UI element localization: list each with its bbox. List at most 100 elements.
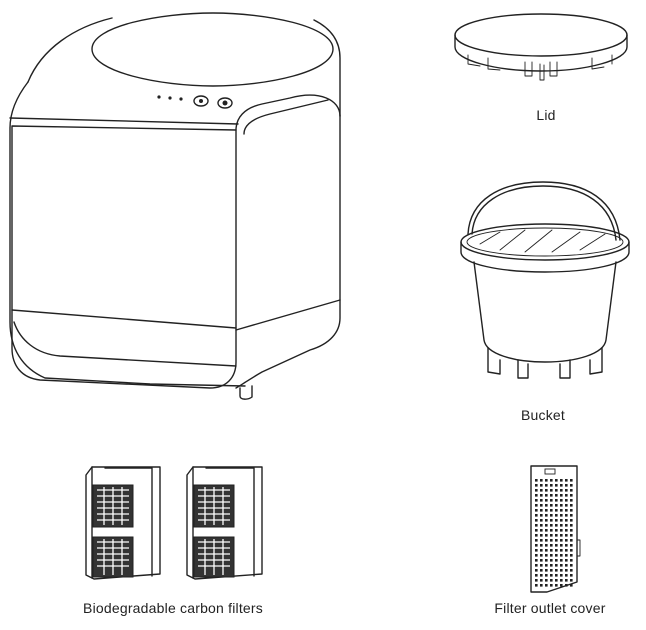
- perforation-hole: [555, 504, 558, 507]
- perforation-hole: [550, 499, 553, 502]
- perforation-hole: [565, 579, 568, 582]
- perforation-hole: [550, 554, 553, 557]
- perforation-hole: [565, 489, 568, 492]
- perforation-hole: [570, 519, 573, 522]
- perforation-hole: [565, 484, 568, 487]
- perforation-hole: [535, 494, 538, 497]
- perforation-hole: [565, 514, 568, 517]
- perforation-hole: [540, 524, 543, 527]
- perforation-hole: [545, 549, 548, 552]
- perforation-hole: [550, 539, 553, 542]
- perforation-hole: [535, 524, 538, 527]
- perforation-hole: [550, 559, 553, 562]
- perforation-hole: [535, 544, 538, 547]
- perforation-hole: [550, 479, 553, 482]
- perforation-hole: [540, 504, 543, 507]
- perforation-hole: [540, 544, 543, 547]
- perforation-hole: [545, 554, 548, 557]
- perforation-hole: [540, 569, 543, 572]
- perforation-hole: [550, 564, 553, 567]
- perforation-hole: [545, 519, 548, 522]
- perforation-hole: [550, 544, 553, 547]
- perforation-hole: [545, 544, 548, 547]
- perforation-hole: [560, 529, 563, 532]
- perforation-hole: [550, 519, 553, 522]
- outlet-cover-illustration: [531, 466, 580, 592]
- perforation-hole: [545, 534, 548, 537]
- perforation-hole: [560, 549, 563, 552]
- perforation-hole: [560, 479, 563, 482]
- perforation-hole: [550, 579, 553, 582]
- perforation-hole: [560, 499, 563, 502]
- perforation-hole: [535, 564, 538, 567]
- perforation-hole: [540, 499, 543, 502]
- perforation-hole: [540, 509, 543, 512]
- perforation-hole: [540, 549, 543, 552]
- perforation-hole: [535, 584, 538, 587]
- perforation-hole: [560, 519, 563, 522]
- main-unit-illustration: [10, 13, 340, 399]
- perforation-hole: [545, 579, 548, 582]
- perforation-hole: [550, 569, 553, 572]
- perforation-hole: [560, 584, 563, 587]
- perforation-hole: [555, 484, 558, 487]
- perforation-hole: [535, 484, 538, 487]
- perforation-hole: [560, 504, 563, 507]
- perforation-hole: [570, 554, 573, 557]
- perforation-hole: [545, 509, 548, 512]
- perforation-hole: [550, 534, 553, 537]
- perforation-hole: [540, 514, 543, 517]
- perforation-hole: [570, 479, 573, 482]
- perforation-hole: [535, 514, 538, 517]
- perforation-hole: [555, 574, 558, 577]
- perforation-hole: [560, 494, 563, 497]
- perforation-hole: [570, 504, 573, 507]
- perforation-hole: [560, 544, 563, 547]
- perforation-hole: [545, 569, 548, 572]
- perforation-hole: [565, 544, 568, 547]
- perforation-hole: [570, 529, 573, 532]
- perforation-hole: [555, 519, 558, 522]
- perforation-hole: [570, 559, 573, 562]
- perforation-hole: [560, 489, 563, 492]
- perforation-hole: [570, 584, 573, 587]
- perforation-hole: [545, 584, 548, 587]
- perforation-hole: [535, 569, 538, 572]
- perforation-hole: [560, 574, 563, 577]
- perforation-hole: [550, 574, 553, 577]
- outlet-cover-label: Filter outlet cover: [494, 600, 605, 616]
- perforation-hole: [555, 579, 558, 582]
- perforation-hole: [565, 479, 568, 482]
- bucket-illustration: [461, 182, 629, 378]
- perforation-hole: [570, 579, 573, 582]
- perforation-hole: [565, 499, 568, 502]
- perforation-hole: [535, 554, 538, 557]
- perforation-hole: [535, 479, 538, 482]
- perforation-hole: [550, 529, 553, 532]
- perforation-hole: [565, 574, 568, 577]
- perforation-hole: [555, 539, 558, 542]
- perforation-hole: [560, 579, 563, 582]
- perforation-hole: [570, 574, 573, 577]
- perforation-hole: [560, 569, 563, 572]
- perforation-hole: [565, 559, 568, 562]
- lid-label: Lid: [536, 107, 555, 123]
- perforation-hole: [560, 514, 563, 517]
- perforation-hole: [545, 574, 548, 577]
- perforation-hole: [555, 534, 558, 537]
- perforation-hole: [550, 489, 553, 492]
- perforation-hole: [550, 514, 553, 517]
- perforation-hole: [540, 489, 543, 492]
- perforation-hole: [555, 509, 558, 512]
- perforation-hole: [545, 524, 548, 527]
- perforation-hole: [545, 514, 548, 517]
- perforation-hole: [540, 479, 543, 482]
- perforation-hole: [535, 559, 538, 562]
- perforation-hole: [565, 509, 568, 512]
- perforation-hole: [555, 554, 558, 557]
- perforation-hole: [540, 564, 543, 567]
- perforation-hole: [565, 554, 568, 557]
- perforation-hole: [560, 509, 563, 512]
- perforation-hole: [540, 534, 543, 537]
- perforation-hole: [540, 554, 543, 557]
